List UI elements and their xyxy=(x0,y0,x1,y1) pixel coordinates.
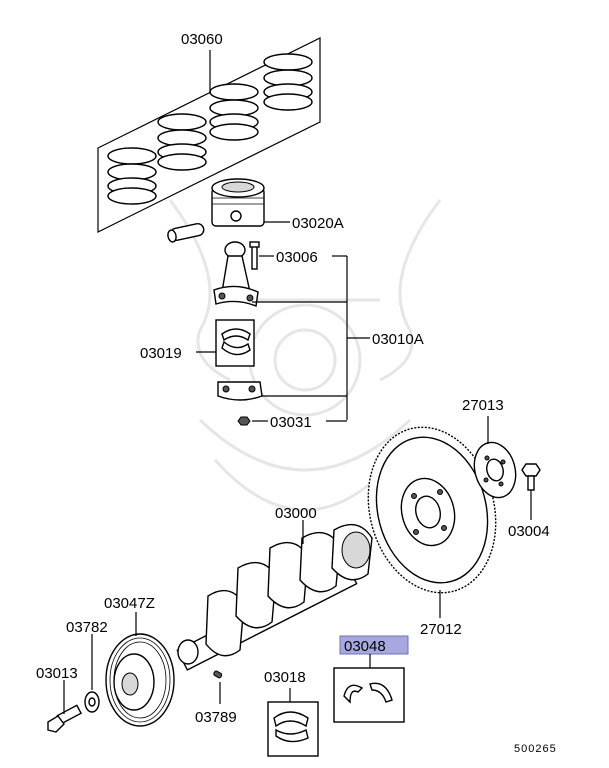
piston[interactable]: 03020A xyxy=(167,178,344,243)
thrust-washer-highlight xyxy=(339,635,409,655)
damper-pulley[interactable]: 03047Z xyxy=(104,595,175,727)
label-flywheel-bolt: 03004 xyxy=(508,523,550,540)
label-piston-ring-set: 03060 xyxy=(181,31,223,48)
pulley-washer[interactable]: 03782 xyxy=(66,619,108,713)
conn-rod-bolt[interactable]: 03006 xyxy=(249,241,347,270)
crank-throw-3 xyxy=(267,541,309,609)
label-piston: 03020A xyxy=(292,215,344,232)
label-rod-bearing: 03019 xyxy=(140,345,182,362)
label-pulley-washer: 03782 xyxy=(66,619,108,636)
label-key: 03789 xyxy=(195,709,237,726)
conn-rod-cap[interactable] xyxy=(217,381,263,401)
label-rod-nut: 03031 xyxy=(270,414,312,431)
label-conn-rod-assy: 03010A xyxy=(372,331,424,348)
connecting-rod[interactable] xyxy=(213,241,259,307)
label-conn-rod-bolt: 03006 xyxy=(276,249,318,266)
ring-stack-1 xyxy=(107,147,157,205)
crank-throw-4 xyxy=(299,531,341,593)
crank-throw-1 xyxy=(205,589,245,657)
main-bearing[interactable]: 03018 xyxy=(264,669,319,757)
conn-rod-assy-bracket: 03010A xyxy=(250,256,424,420)
crank-throw-2 xyxy=(235,561,277,629)
flywheel-bolt[interactable]: 03004 xyxy=(508,463,550,540)
piston-pin xyxy=(167,223,205,243)
label-pulley-bolt: 03013 xyxy=(36,665,78,682)
flywheel[interactable]: 27012 xyxy=(350,413,513,638)
flywheel-spacer[interactable]: 27013 xyxy=(462,397,522,502)
label-crankshaft: 03000 xyxy=(275,505,317,522)
piston-ring-set[interactable]: 03060 xyxy=(97,31,321,233)
ring-stack-3 xyxy=(209,83,259,141)
crank-key[interactable]: 03789 xyxy=(195,670,237,726)
ring-stack-2 xyxy=(157,113,207,171)
ring-stack-4 xyxy=(263,53,313,111)
label-damper-pulley: 03047Z xyxy=(104,595,155,612)
crankshaft[interactable]: 03000 xyxy=(176,505,373,671)
thrust-washer[interactable]: 03048 xyxy=(333,635,409,723)
label-thrust-washer: 03048 xyxy=(344,638,386,655)
label-flywheel: 27012 xyxy=(420,621,462,638)
rod-bearing[interactable]: 03019 xyxy=(140,319,255,367)
diagram-id: 500265 xyxy=(514,743,557,755)
pulley-bolt[interactable]: 03013 xyxy=(36,665,83,733)
rod-nut[interactable]: 03031 xyxy=(237,414,347,431)
label-main-bearing: 03018 xyxy=(264,669,306,686)
label-flywheel-spacer: 27013 xyxy=(462,397,504,414)
